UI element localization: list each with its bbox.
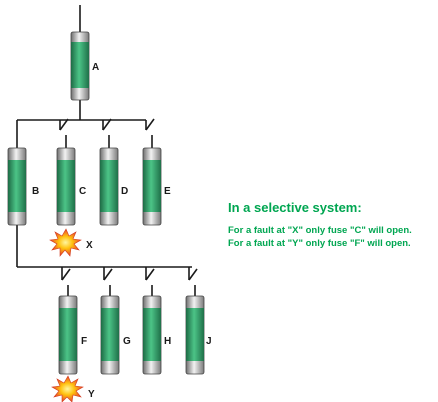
switch-j [188,267,198,296]
fuse-label-c: C [79,186,86,197]
switch-e [145,118,155,148]
explanation-heading: In a selective system: [228,200,362,215]
fault-label-y: Y [88,389,95,400]
fuse-b: B [7,147,39,226]
wiring [16,5,192,268]
fuse-j: J [185,295,212,375]
selectivity-explanation: In a selective system: For a fault at "X… [228,200,412,250]
switch-c [59,118,69,148]
fuse-label-d: D [121,186,128,197]
fuse-a: A [70,31,99,101]
fuse-label-f: F [81,336,87,347]
explanation-line-y: For a fault at "Y" only fuse "F" will op… [228,237,411,249]
fuse-d: D [99,147,128,226]
fuse-e: E [142,147,171,226]
fuse-label-b: B [32,186,39,197]
fuse-label-h: H [164,336,171,347]
switch-h [145,267,155,296]
fault-x: X [49,228,93,257]
fault-y: Y [51,375,95,402]
fuse-g: G [100,295,131,375]
fault-label-x: X [86,240,93,251]
switch-g [103,267,113,296]
fuse-label-a: A [92,62,99,73]
fuse-label-j: J [206,336,212,347]
switch-f [61,267,71,296]
fuse-f: F [58,295,87,375]
fuse-label-g: G [123,336,131,347]
fault-burst-icon [51,375,84,402]
switch-d [102,118,112,148]
fuse-label-e: E [164,186,171,197]
fuse-h: H [142,295,171,375]
fuse-c: C [56,147,86,226]
fault-burst-icon [49,228,82,257]
switches [59,118,198,296]
explanation-line-x: For a fault at "X" only fuse "C" will op… [228,225,412,236]
